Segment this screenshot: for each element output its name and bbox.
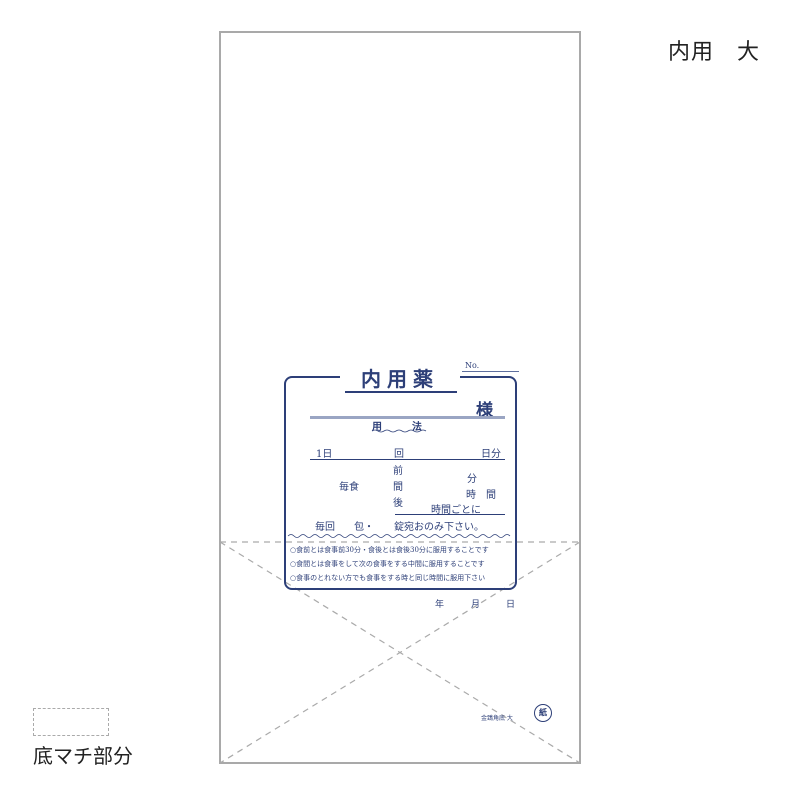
times-label: 回 xyxy=(394,449,404,460)
number-field-line xyxy=(462,371,519,372)
minutes-label: 分 xyxy=(467,474,477,485)
date-year: 年 xyxy=(435,600,445,610)
timing-before: 前 xyxy=(393,466,403,477)
note-3: ○食事のとれない方でも食事をする時と同じ時間に服用下さい xyxy=(290,574,486,582)
medicine-title: 内用薬 xyxy=(361,367,439,391)
meal-label: 毎食 xyxy=(339,482,359,493)
packets-label: 包・ xyxy=(354,522,374,533)
title-underline xyxy=(345,391,457,393)
date-month: 月 xyxy=(471,600,481,610)
days-label: 日分 xyxy=(481,449,501,460)
dose-instruction: 錠宛おのみ下さい。 xyxy=(394,522,484,533)
timing-between: 間 xyxy=(393,482,403,493)
variant-label: 内用 大 xyxy=(668,40,761,65)
note-1: ○食前とは食事前30分・食後とは食後30分に服用することです xyxy=(290,546,489,554)
maker-label: 金鵄角底 大 xyxy=(481,715,513,722)
hours-label: 時 間 xyxy=(466,490,496,501)
per-day-label: 1日 xyxy=(316,449,333,460)
patient-name-line xyxy=(310,416,505,419)
row-divider xyxy=(310,459,505,460)
paper-recycle-icon: 紙 xyxy=(534,704,552,722)
date-day: 日 xyxy=(506,600,516,610)
each-dose-label: 毎回 xyxy=(315,522,335,533)
title-box: 内用薬 xyxy=(340,363,460,393)
bag-outline xyxy=(219,31,581,764)
gusset-legend-swatch xyxy=(33,708,109,736)
gusset-legend-label: 底マチ部分 xyxy=(33,744,133,768)
usage-heading: 用 法 xyxy=(372,422,432,433)
timing-after: 後 xyxy=(393,498,403,509)
number-label: No. xyxy=(465,361,480,370)
every-hours-label: 時間ごとに xyxy=(431,505,481,516)
note-2: ○食間とは食事をして次の食事をする中間に服用することです xyxy=(290,560,485,568)
dose-divider xyxy=(395,514,505,515)
